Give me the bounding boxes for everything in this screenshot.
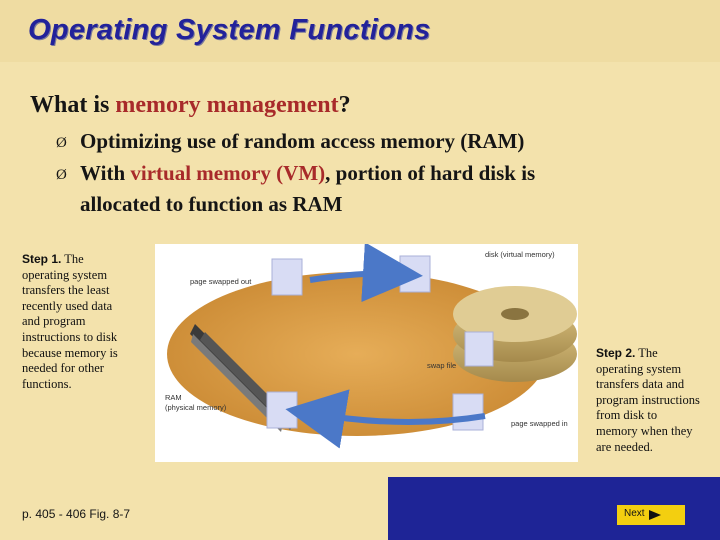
step2-line: operating system [596, 361, 682, 376]
bullet2-line2: allocated to function as RAM [80, 192, 343, 216]
label-page-swapped-in: page swapped in [511, 419, 568, 428]
step2-line: The [635, 346, 658, 360]
step1-line: and program [22, 314, 86, 329]
arrow-in [285, 389, 486, 449]
step2-heading: Step 2. [596, 346, 636, 360]
label-ram: RAM [165, 393, 182, 402]
slide-title: Operating System Functions [28, 14, 431, 46]
step2-line: from disk to [596, 408, 658, 423]
page-reference: p. 405 - 406 Fig. 8-7 [22, 507, 131, 521]
step2-line: program instructions [596, 392, 700, 407]
step1-line: transfers the least [22, 283, 110, 298]
question-suffix: ? [338, 92, 351, 118]
virtual-memory-illustration: page swapped out disk (virtual memory) s… [155, 242, 578, 462]
next-button[interactable]: Next [617, 505, 685, 525]
step1-line: The [61, 252, 84, 266]
step1-line: operating system [22, 267, 108, 282]
bullet-text-1: Optimizing use of random access memory (… [80, 129, 525, 153]
step1-line: instructions to disk [22, 329, 118, 344]
bullet-marker-1: Ø [56, 135, 67, 151]
bullet2-highlight: virtual memory (VM) [130, 161, 326, 185]
question-prefix: What is [30, 92, 116, 118]
label-swap-file: swap file [427, 361, 456, 370]
step2-line: memory when they [596, 423, 693, 438]
next-arrow-icon [649, 510, 661, 520]
title-band [0, 0, 720, 62]
question-highlight: memory management [115, 92, 339, 118]
bullet-marker-2: Ø [56, 167, 67, 183]
question-text: What is memory management? [30, 92, 351, 119]
step1-line: recently used data [22, 298, 113, 313]
step1-heading: Step 1. [22, 252, 62, 266]
bullet-text-2: With virtual memory (VM), portion of har… [80, 158, 535, 220]
label-disk: disk (virtual memory) [485, 250, 555, 259]
step2-text: Step 2. The operating system transfers d… [596, 346, 700, 455]
next-label: Next [624, 508, 645, 519]
step1-text: Step 1. The operating system transfers t… [22, 252, 118, 392]
hard-disk-icon [453, 286, 577, 382]
step1-line: needed for other [22, 361, 104, 376]
label-physical-memory: (physical memory) [165, 403, 227, 412]
illustration-svg: page swapped out disk (virtual memory) s… [165, 242, 577, 449]
arrow-out [309, 242, 423, 303]
bullet2-suffix: , portion of hard disk is [325, 161, 536, 185]
step2-line: are needed. [596, 439, 653, 454]
bullet2-prefix: With [80, 161, 131, 185]
label-page-swapped-out: page swapped out [190, 277, 252, 286]
step1-line: functions. [22, 376, 72, 391]
step1-line: because memory is [22, 345, 118, 360]
step2-line: transfers data and [596, 377, 685, 392]
